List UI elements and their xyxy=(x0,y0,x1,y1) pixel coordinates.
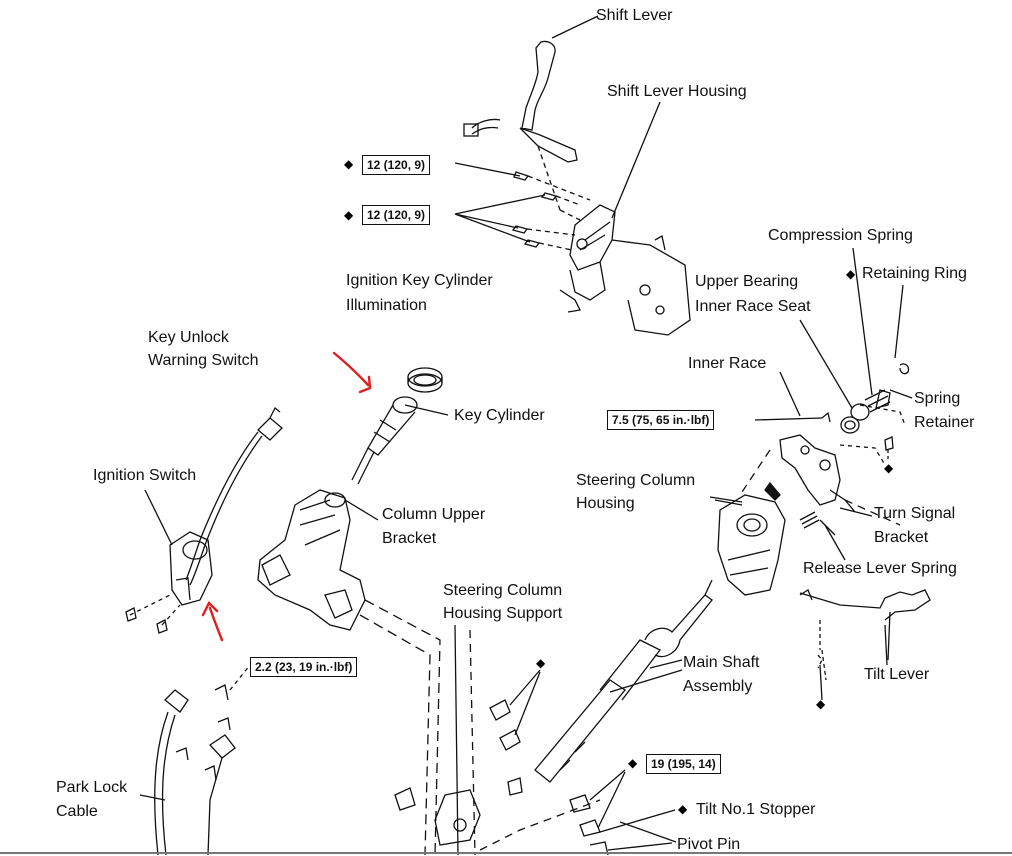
park-lock-cable-drawing xyxy=(139,664,251,855)
label-spring: Spring xyxy=(914,390,961,407)
label-tilt-lever: Tilt Lever xyxy=(864,666,930,683)
key-unlock-switch-drawing xyxy=(185,406,283,586)
torque-spec-box: 12 (120, 9) xyxy=(362,155,431,175)
column-upper-bracket-drawing xyxy=(257,489,441,855)
diamond-marker: ◆ xyxy=(678,802,688,816)
label-cable: Cable xyxy=(56,803,98,820)
shift-lever-housing-drawing xyxy=(559,204,691,336)
label-housing-support: Housing Support xyxy=(443,605,563,622)
label-key-cylinder: Key Cylinder xyxy=(454,407,545,424)
red-annotation-arrows xyxy=(201,351,372,642)
diamond-marker: ◆ xyxy=(628,756,638,770)
release-lever-spring-drawing xyxy=(799,511,836,536)
diamond-marker: ◆ xyxy=(816,697,826,711)
label-turn-signal: Turn Signal xyxy=(874,505,956,522)
torque-spec-box: 7.5 (75, 65 in.·lbf) xyxy=(607,410,715,430)
label-bracket: Bracket xyxy=(382,530,437,547)
label-pivot-pin: Pivot Pin xyxy=(677,836,741,853)
label-steering-column-2: Steering Column xyxy=(443,582,563,599)
label-main-shaft: Main Shaft xyxy=(683,654,760,671)
label-inner-race-seat: Inner Race Seat xyxy=(695,298,811,315)
red-arrow-key-cylinder xyxy=(332,351,372,394)
label-tilt-no1-stopper: Tilt No.1 Stopper xyxy=(696,801,816,818)
shift-lever-drawing xyxy=(463,40,581,221)
bottom-border xyxy=(0,852,1012,854)
label-retaining-ring: Retaining Ring xyxy=(862,265,967,282)
diamond-marker: ◆ xyxy=(344,208,354,222)
housing-support-drawing xyxy=(394,624,601,855)
label-ignition-key-cylinder: Ignition Key Cylinder xyxy=(346,272,493,289)
diamond-marker: ◆ xyxy=(344,157,354,171)
leader-lines xyxy=(551,15,913,843)
label-shift-lever-housing: Shift Lever Housing xyxy=(607,83,747,100)
label-warning-switch: Warning Switch xyxy=(148,352,259,369)
label-illumination: Illumination xyxy=(346,297,427,314)
main-shaft-drawing xyxy=(534,579,713,783)
label-assembly: Assembly xyxy=(683,678,753,695)
label-shift-lever: Shift Lever xyxy=(596,7,673,24)
label-retainer: Retainer xyxy=(914,414,975,431)
label-housing: Housing xyxy=(576,495,635,512)
tilt-lever-drawing xyxy=(799,589,931,681)
bearing-parts-drawing xyxy=(821,363,910,462)
steering-column-housing-drawing xyxy=(714,481,786,596)
label-turn-signal-bracket: Bracket xyxy=(874,529,929,546)
label-steering-column: Steering Column xyxy=(576,472,696,489)
illumination-ring-drawing xyxy=(407,367,443,393)
turn-signal-bracket-drawing xyxy=(779,434,886,513)
label-key-unlock: Key Unlock xyxy=(148,329,229,346)
assembly-guide-lines xyxy=(469,449,901,855)
diamond-marker: ◆ xyxy=(536,656,546,670)
label-column-upper: Column Upper xyxy=(382,506,486,523)
torque-spec-box: 12 (120, 9) xyxy=(362,205,431,225)
label-upper-bearing: Upper Bearing xyxy=(695,273,799,290)
label-compression-spring: Compression Spring xyxy=(768,227,913,244)
upper-bolts xyxy=(454,162,591,251)
label-inner-race: Inner Race xyxy=(688,355,767,372)
label-release-lever-spring: Release Lever Spring xyxy=(803,560,957,577)
diamond-marker: ◆ xyxy=(884,461,894,475)
key-cylinder-drawing xyxy=(351,396,449,485)
torque-spec-box: 19 (195, 14) xyxy=(646,754,721,774)
tilt-stopper-drawing xyxy=(569,769,676,855)
label-park-lock: Park Lock xyxy=(56,779,128,796)
red-arrow-ignition-switch xyxy=(201,600,224,642)
ignition-switch-drawing xyxy=(125,489,213,634)
diamond-marker: ◆ xyxy=(846,267,856,281)
torque-spec-box: 2.2 (23, 19 in.·lbf) xyxy=(250,657,358,677)
label-ignition-switch: Ignition Switch xyxy=(93,467,197,484)
